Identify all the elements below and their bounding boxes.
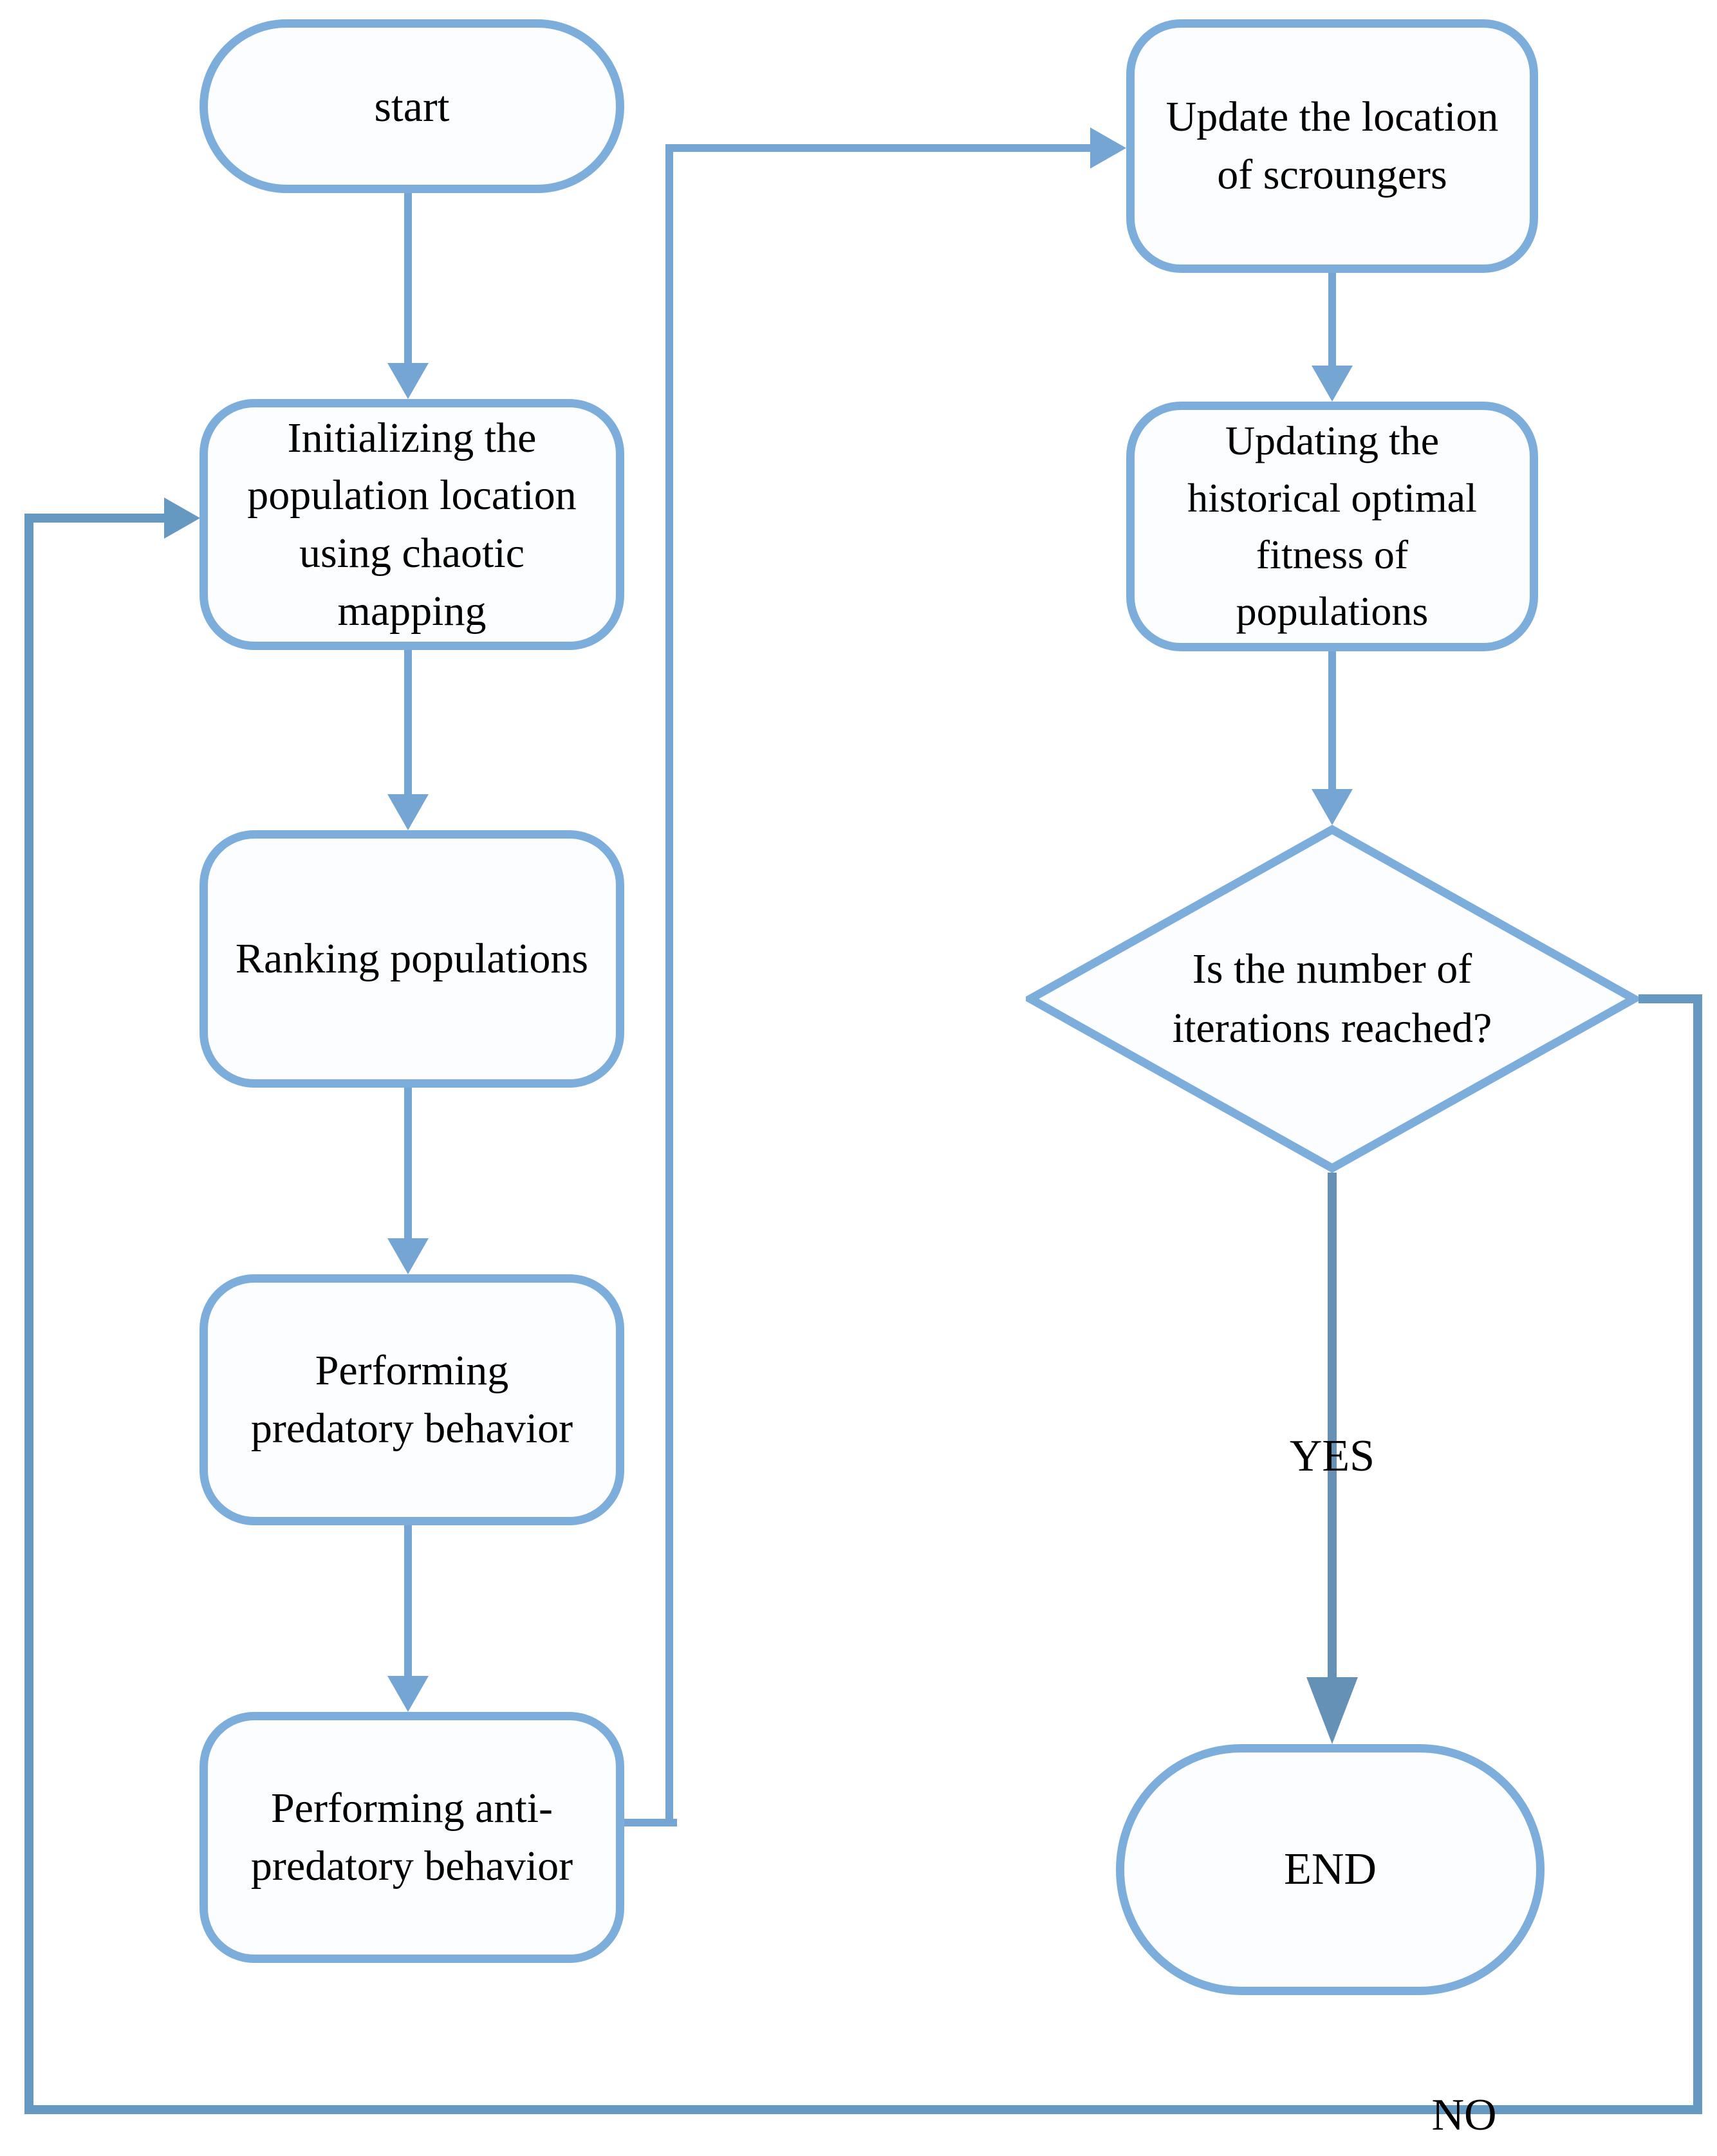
decision-diamond-label: Is the number of iterations reached? [1172, 945, 1492, 1052]
connector-initialize-ranking [404, 650, 412, 794]
connector-start-initialize [404, 193, 412, 363]
connector-no-right-wall [1693, 994, 1702, 2114]
arrowhead-into-decision [1312, 789, 1353, 825]
connector-ranking-predatory [404, 1088, 412, 1238]
connector-no-left-wall [24, 514, 33, 2114]
start-node: start [200, 19, 624, 193]
anti-predatory-node: Performing anti- predatory behavior [200, 1712, 624, 1963]
no-label: NO [1431, 2090, 1497, 2140]
arrowhead-into-antipredatory [387, 1676, 429, 1712]
connector-antipredatory-top [665, 144, 1090, 152]
initialize-node: Initializing the population location usi… [200, 399, 624, 650]
yes-label: YES [1289, 1431, 1375, 1481]
end-node: END [1116, 1744, 1545, 1995]
connector-no-into-initialize [24, 514, 164, 523]
decision-diamond: Is the number of iterations reached? [1026, 825, 1638, 1173]
connector-predatory-antipredatory [404, 1525, 412, 1676]
connector-scroungers-fitness [1328, 273, 1336, 366]
arrowhead-into-ranking [387, 794, 429, 830]
arrowhead-into-fitness [1312, 366, 1353, 402]
predatory-node: Performing predatory behavior [200, 1274, 624, 1525]
arrowhead-into-initialize-top [387, 363, 429, 399]
ranking-node: Ranking populations [200, 830, 624, 1088]
connector-no-out [1638, 994, 1702, 1003]
update-scroungers-node: Update the location of scroungers [1126, 19, 1538, 273]
connector-fitness-decision [1328, 651, 1336, 789]
arrowhead-no-into-initialize [164, 497, 200, 539]
connector-antipredatory-riser [665, 144, 673, 1826]
arrowhead-yes-into-end [1306, 1677, 1358, 1744]
arrowhead-into-scroungers [1090, 127, 1126, 169]
connector-yes-branch [1328, 1173, 1337, 1677]
update-fitness-node: Updating the historical optimal fitness … [1126, 402, 1538, 651]
connector-no-bottom [24, 2105, 1702, 2114]
connector-antipredatory-exit [624, 1819, 677, 1826]
arrowhead-into-predatory [387, 1238, 429, 1274]
decision-diamond-shape [1026, 825, 1638, 1173]
